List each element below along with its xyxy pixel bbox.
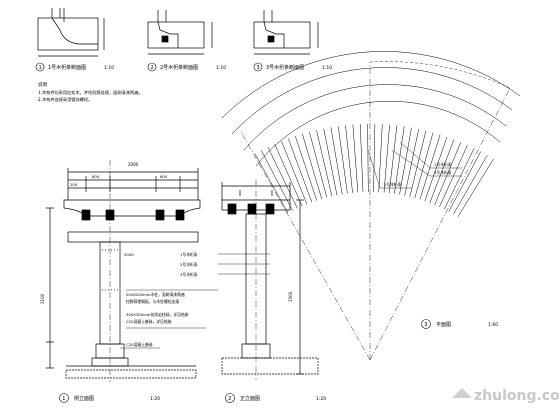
notes-heading: 说明 [38, 81, 47, 88]
plan-rafter [448, 151, 481, 212]
dim-total-width: 2000 [128, 162, 139, 167]
plan-rafter [337, 126, 348, 194]
front-view-scale: 1:20 [316, 396, 326, 402]
plan-rafter [330, 127, 343, 195]
plan-rafter [254, 153, 289, 214]
foundation-note: C20混凝土基础 [126, 342, 153, 347]
plan-rafter [453, 155, 488, 215]
detail-3-scale: 1:10 [322, 65, 332, 71]
detail-3-title: 3号木桁条断面图 [266, 64, 304, 71]
dim-800: 800 [92, 174, 100, 179]
plan-rafter [274, 143, 303, 207]
plan-rafter [399, 127, 412, 195]
plan-rafter [424, 136, 448, 202]
front-view-num: 2 [228, 396, 231, 402]
plan-rafter [359, 124, 364, 193]
detail-2-marker [147, 62, 157, 72]
side-view-title: 侧立面图 [74, 395, 94, 402]
dim-600: 600 [160, 174, 168, 179]
plan-rafter [302, 133, 323, 200]
detail-3-num: 3 [257, 65, 260, 71]
plan-rafter [434, 142, 462, 205]
watermark-logo [452, 388, 472, 398]
callout-beam1: 1号木桁条 [180, 252, 198, 257]
plan-rafter [352, 124, 359, 193]
dim-200: 200 [70, 182, 78, 187]
detail-2-title: 2号木桁条断面图 [160, 64, 198, 71]
plan-rafter [288, 138, 313, 203]
callout-beam2: 2号木桁条 [180, 262, 198, 267]
annotation-2: 柱脚预埋钢板，与木柱螺栓连接 [126, 299, 179, 304]
dim-3100: 3100 [40, 293, 45, 304]
plan-rafter [261, 150, 293, 211]
side-view-marker [59, 393, 69, 403]
plan-rafter [367, 123, 369, 193]
callout-beam3: 3号木桁条 [180, 272, 198, 277]
detail-section-2 [147, 10, 213, 55]
plan-view-title: 平面图 [436, 322, 451, 328]
detail-section-1 [37, 8, 105, 57]
plan-rafter [419, 134, 441, 200]
plan-rafter [429, 139, 455, 204]
side-elevation [46, 160, 218, 382]
detail-2-scale: 1:10 [216, 65, 226, 71]
annotation-3: 300X300mm花岗岩柱础，详见结施 [126, 312, 189, 317]
annotation-4: C20混凝土基础，详见结施 [126, 319, 172, 324]
plan-rafter [383, 124, 390, 193]
detail-3-marker [253, 62, 263, 72]
plan-rafter [404, 129, 419, 196]
plan-leaders [367, 141, 462, 189]
side-view-scale: 1:20 [150, 396, 160, 402]
plan-rafter [295, 136, 318, 201]
notes-line-1: 1.木构件均采用红松木，并作防腐处理，面刷清漆两遍。 [38, 89, 143, 96]
front-view-title: 正立面图 [240, 395, 260, 402]
detail-section-3 [253, 10, 319, 55]
front-view-marker [225, 393, 235, 403]
plan-callout-beam3: 3号木桁条 [434, 170, 452, 175]
detail-1-num: 1 [39, 65, 42, 71]
plan-rafter [316, 130, 333, 197]
front-elevation [218, 180, 319, 380]
plan-rafter [345, 125, 353, 193]
detail-1-scale: 1:10 [104, 65, 114, 71]
plan-rafter [443, 148, 475, 210]
side-view-num: 1 [62, 396, 65, 402]
detail-1-title: 1号木桁条断面图 [48, 64, 86, 71]
plan-rafter [378, 124, 383, 193]
plan-callout-beam2: 2号木桁条 [384, 182, 402, 187]
plan-rafter [281, 141, 308, 205]
plan-rafter [414, 132, 434, 199]
plan-view [221, 51, 521, 361]
plan-view-num: 3 [424, 322, 427, 328]
detail-1-marker [35, 62, 45, 72]
watermark-text: zhulong.com [474, 388, 560, 404]
dim-1500: 1500 [288, 291, 293, 302]
plan-rafter [309, 131, 328, 198]
detail-2-num: 2 [151, 65, 154, 71]
plan-rafter [409, 130, 427, 197]
plan-rafter [267, 147, 298, 209]
plan-view-marker [421, 319, 431, 329]
annotation-1: 200X200mm木柱，面刷清漆两遍 [126, 292, 185, 297]
plan-rafter [323, 128, 338, 196]
notes-line-2: 2.木构件连接采用镀锌螺栓。 [38, 96, 92, 103]
plan-rafter [394, 126, 405, 194]
plan-rafter [457, 158, 494, 217]
plan-rafter [388, 125, 398, 194]
dim-2000: 2000 [124, 252, 134, 257]
plan-view-scale: 1:60 [488, 322, 498, 328]
plan-rafter [373, 124, 376, 193]
plan-callout-beam1: 1号木桁条 [434, 162, 452, 167]
